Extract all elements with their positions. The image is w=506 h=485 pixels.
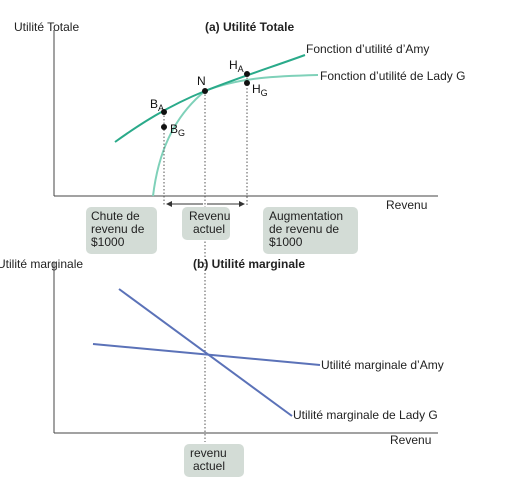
top-x-axis-label: Revenu xyxy=(386,198,427,212)
income-drop-label: Chute de revenu de $1000 xyxy=(91,209,148,249)
current-income-box-top xyxy=(182,207,230,240)
top-y-axis-label: Utilité Totale xyxy=(14,20,79,34)
point-ha xyxy=(244,71,250,77)
arrow-right-head xyxy=(239,201,245,207)
arrow-left-head xyxy=(166,201,172,207)
point-ha-label: HA xyxy=(229,58,244,74)
income-increase-box xyxy=(263,207,358,254)
current-income-label-top: Revenu actuel xyxy=(189,209,234,236)
ladyg-curve-label: Fonction d’utilité de Lady G xyxy=(320,69,465,83)
point-ba-label: BA xyxy=(150,97,164,113)
point-bg xyxy=(161,124,167,130)
current-income-box-bottom xyxy=(184,444,244,477)
point-hg-label: HG xyxy=(252,82,268,98)
income-drop-box xyxy=(86,207,157,254)
bottom-y-axis-label: Utilité marginale xyxy=(0,257,83,271)
amy-mu-label: Utilité marginale d’Amy xyxy=(321,358,444,372)
point-bg-label: BG xyxy=(170,122,185,138)
amy-utility-curve xyxy=(114,54,306,143)
ladyg-mu-label: Utilité marginale de Lady G xyxy=(293,408,438,422)
point-ba xyxy=(161,109,167,115)
ladyg-mu-line xyxy=(118,288,293,417)
bottom-panel-title: (b) Utilité marginale xyxy=(193,257,305,271)
income-increase-label: Augmentation de revenu de $1000 xyxy=(269,209,346,249)
point-hg xyxy=(244,80,250,86)
top-panel-title: (a) Utilité Totale xyxy=(205,20,294,34)
point-n-label: N xyxy=(197,74,206,88)
point-n xyxy=(202,88,208,94)
amy-curve-label: Fonction d’utilité d’Amy xyxy=(306,42,429,56)
amy-mu-line xyxy=(92,343,321,366)
bottom-x-axis-label: Revenu xyxy=(390,433,431,447)
current-income-label-bottom: revenu actuel xyxy=(190,446,230,473)
